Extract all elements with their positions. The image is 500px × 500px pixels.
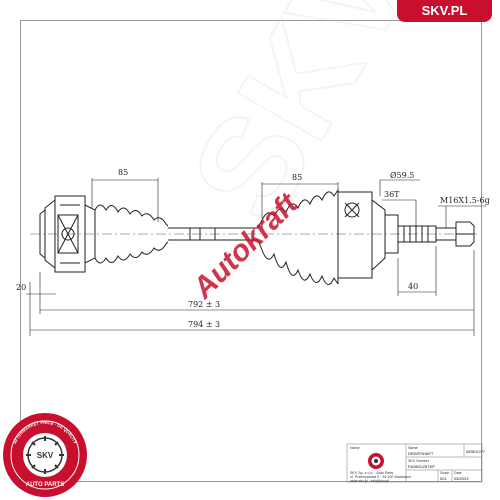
tb-company: SKV Sp. z o.o. · Auto Parts	[350, 471, 393, 475]
tb-contact: www.skv.pl · info@skv.pl	[350, 479, 389, 483]
tb-c-label2: Date	[454, 471, 462, 475]
dim-36t: 36T	[384, 190, 400, 199]
dim-length-794: 794 ± 3	[188, 320, 220, 329]
dim-thread: M16X1.5-6g	[440, 196, 490, 205]
dim-85-left: 85	[118, 168, 128, 177]
tb-c-value2: 05/2023	[454, 476, 469, 481]
tb-c-value1: 001	[440, 476, 447, 481]
drawing-frame	[20, 20, 482, 482]
left-boot	[94, 204, 169, 264]
tb-r2-value: FA266CZ5TKP	[408, 464, 435, 469]
tb-r1-value: DRIVESHAFT	[408, 451, 434, 456]
dim-85-right: 85	[292, 173, 302, 182]
tb-c-label1: Scale	[440, 471, 449, 475]
dim-diameter-59-5: Ø59.5	[390, 171, 414, 180]
dim-length-792: 792 ± 3	[188, 300, 220, 309]
tb-r2-label: SKV Number	[408, 459, 430, 463]
title-block-text: Name Name DRIVESHAFT 08SKV277 SKV Number…	[350, 446, 486, 483]
watermark-background: SKV.PL	[159, 0, 500, 246]
dim-40: 40	[408, 282, 418, 291]
brand-tab[interactable]: SKV.PL	[397, 0, 492, 22]
seal-center-text: SKV	[37, 451, 54, 460]
tb-code-value: 08SKV277	[466, 449, 486, 454]
dim-20: 20	[16, 283, 26, 292]
watermark-bg-text: SKV.PL	[160, 0, 500, 245]
title-block	[346, 443, 483, 483]
shaft	[168, 227, 258, 241]
tb-address: ul. Przemysłowa 9 · 34-100 Wadowice	[350, 475, 411, 479]
title-block-logo	[368, 453, 384, 469]
tb-r1-label: Name	[350, 446, 360, 450]
dimension-labels: 85 85 Ø59.5 36T M16X1.5-6g 20 40 792 ± 3…	[16, 168, 490, 329]
dimension-lines	[26, 178, 486, 336]
left-cv-joint	[39, 195, 96, 273]
skv-seal: SKV AFTERMARKET PRICE · OE QUALITY AUTO …	[3, 413, 87, 497]
tb-r1-label-2: Name	[408, 446, 418, 450]
right-cv-joint	[337, 191, 475, 279]
seal-bottom-text: AUTO PARTS	[26, 482, 64, 488]
